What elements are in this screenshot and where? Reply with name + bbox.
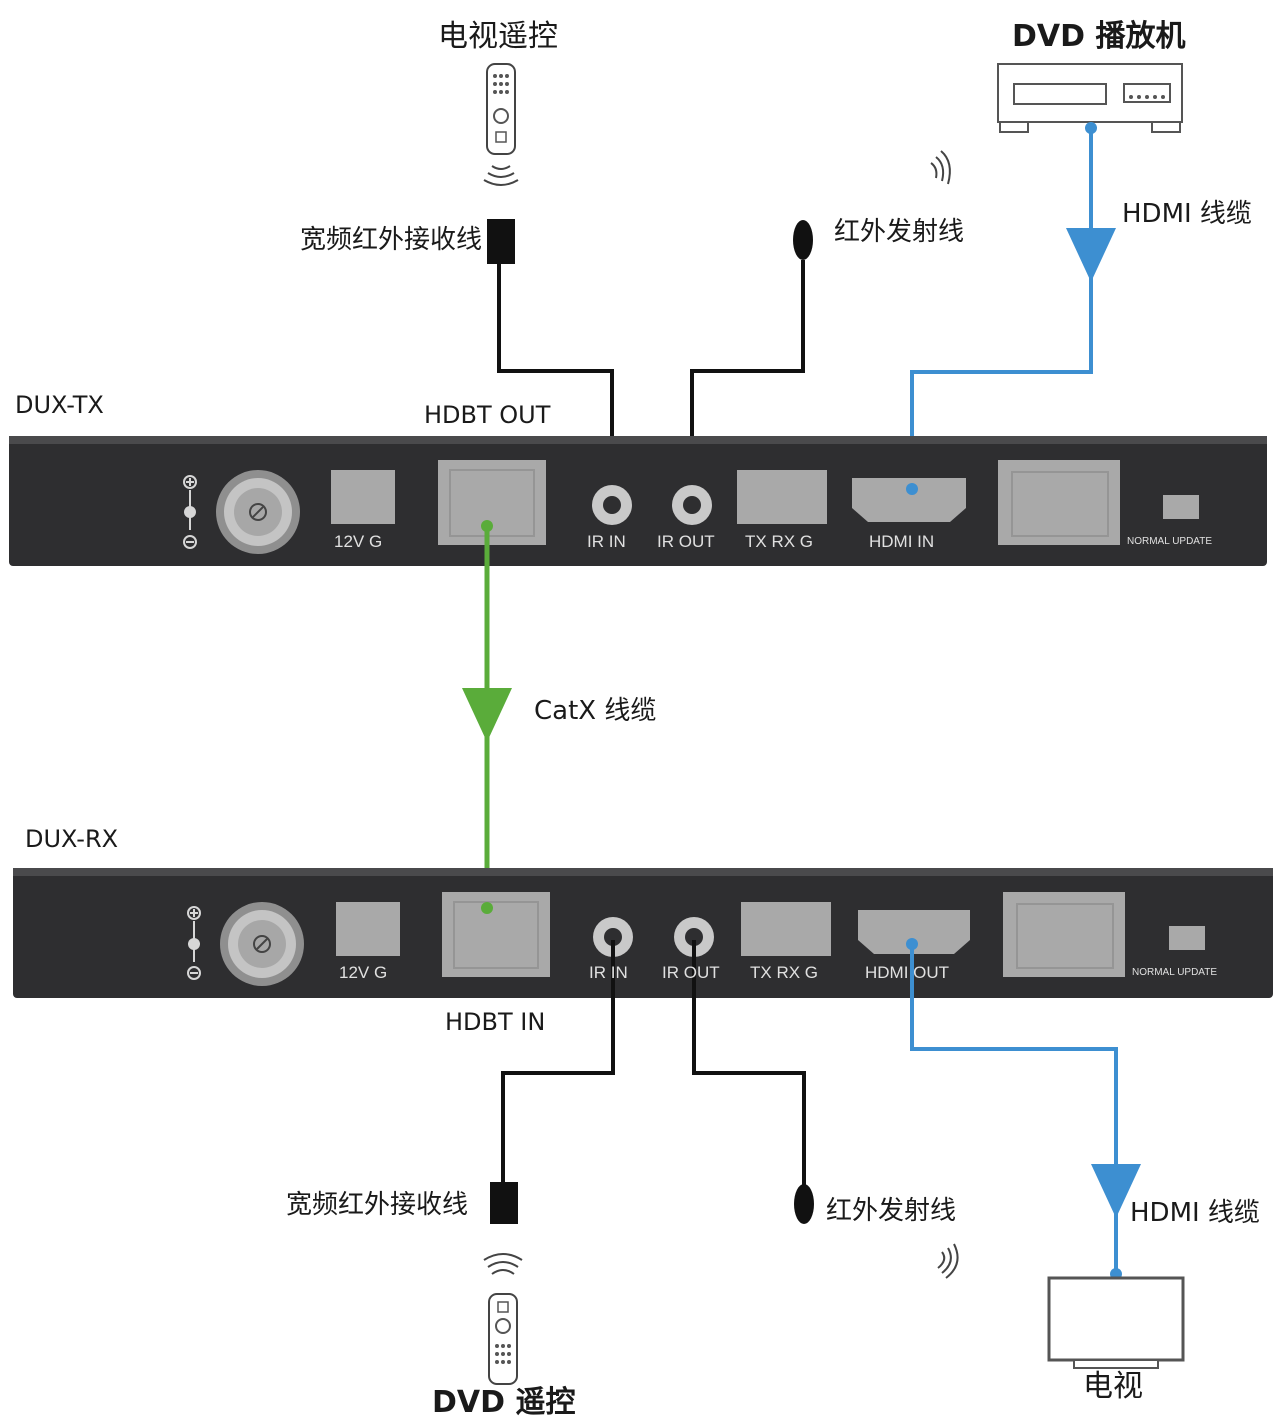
tx-hdmi-port-label: HDMI IN — [869, 532, 935, 551]
rx-panel — [13, 868, 1273, 998]
hdmi-cable-label-bottom: HDMI 线缆 — [1130, 1198, 1260, 1228]
ir-emitter-plug-top — [793, 220, 813, 260]
ir-receiver-cable-top — [497, 264, 614, 484]
tx-serial-port-label: TX RX G — [745, 532, 814, 551]
dvd-player-label: DVD 播放机 — [1012, 19, 1186, 54]
hdmi-arrow-top — [1066, 228, 1116, 282]
catx-cable-label: CatX 线缆 — [534, 696, 657, 726]
ir-signal-icon — [483, 165, 519, 186]
ir-receiver-plug-bottom — [490, 1182, 518, 1224]
rx-device-label: DUX-RX — [25, 825, 119, 853]
ir-wave-icon — [930, 150, 951, 185]
tv-icon — [1047, 1276, 1185, 1369]
tx-power-port-label: 12V G — [334, 532, 383, 551]
ir-receiver-plug-top — [487, 219, 515, 264]
tx-device-label: DUX-TX — [15, 391, 104, 419]
tv-remote-icon — [486, 63, 516, 155]
ir-emitter-plug-bottom — [794, 1184, 814, 1224]
rx-switch-label: NORMAL UPDATE — [1132, 967, 1218, 978]
ir-receiver-cable-bottom — [501, 940, 615, 1182]
rx-hdmi-port-label: HDMI OUT — [865, 963, 950, 982]
ir-emitter-label-bottom: 红外发射线 — [826, 1196, 957, 1226]
rx-ir-out-port-label: IR OUT — [662, 963, 720, 982]
tv-label: 电视 — [1083, 1369, 1143, 1404]
hdmi-cable-bottom — [910, 944, 1118, 1274]
hdbt-in-label: HDBT IN — [445, 1008, 546, 1036]
catx-arrow — [462, 688, 512, 742]
tx-switch-label: NORMAL UPDATE — [1127, 536, 1213, 547]
rx-ir-in-port-label: IR IN — [589, 963, 628, 982]
dvd-remote-icon — [488, 1293, 518, 1385]
tx-ir-out-port-label: IR OUT — [657, 532, 715, 551]
hdbt-out-label: HDBT OUT — [424, 401, 551, 429]
ir-emitter-label-top: 红外发射线 — [834, 217, 965, 247]
dvd-remote-label: DVD 遥控 — [432, 1385, 576, 1420]
rx-power-port-label: 12V G — [339, 963, 388, 982]
ir-emitter-cable-top — [690, 260, 805, 484]
ir-receiver-label-top: 宽频红外接收线 — [300, 225, 483, 255]
tv-remote-label: 电视遥控 — [438, 19, 558, 54]
ir-receiver-label-bottom: 宽频红外接收线 — [286, 1190, 469, 1220]
hdmi-arrow-bottom — [1091, 1164, 1141, 1218]
ir-wave-icon-bottom — [937, 1243, 959, 1279]
ir-signal-icon-bottom — [483, 1253, 523, 1275]
tx-panel — [9, 436, 1267, 566]
ir-emitter-cable-bottom — [692, 940, 806, 1185]
tx-ir-in-port-label: IR IN — [587, 532, 626, 551]
dvd-player-icon — [997, 63, 1183, 133]
hdmi-cable-top — [910, 128, 1093, 489]
hdmi-cable-label-top: HDMI 线缆 — [1122, 199, 1252, 229]
rx-serial-port-label: TX RX G — [750, 963, 819, 982]
